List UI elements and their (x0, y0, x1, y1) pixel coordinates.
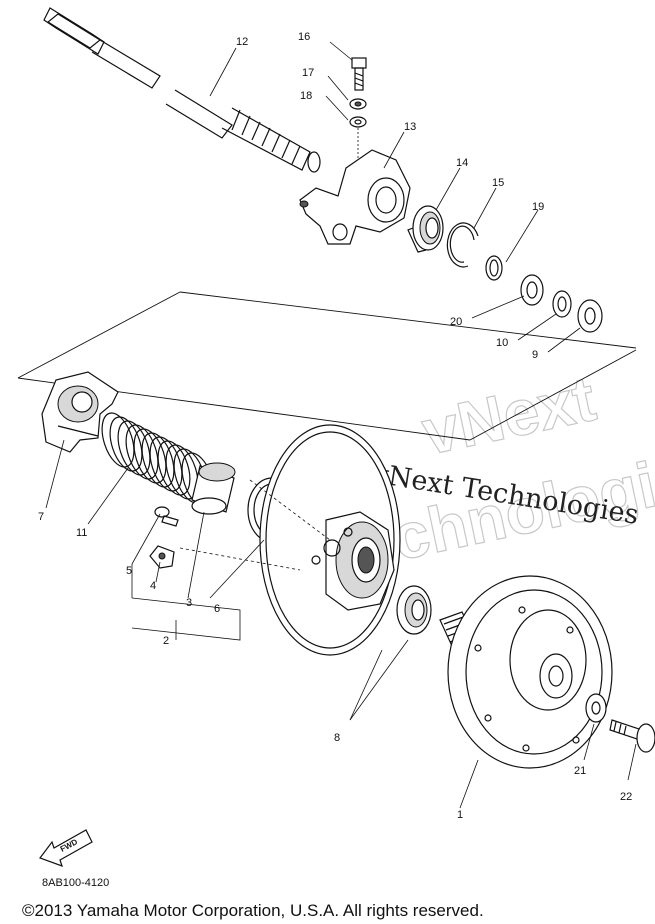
part-screw-5 (154, 506, 179, 527)
part-washer-20 (520, 274, 544, 306)
part-weight-4 (149, 545, 175, 569)
callout-1: 1 (457, 809, 463, 821)
part-bearing-holder (299, 149, 411, 245)
part-sliding-sheave (259, 424, 401, 656)
callout-5: 5 (126, 565, 132, 577)
callout-11: 11 (76, 527, 87, 539)
part-bolt-22 (609, 719, 655, 753)
callout-9: 9 (532, 349, 538, 361)
callout-20: 20 (450, 316, 462, 328)
callout-16: 16 (298, 31, 310, 43)
spring-coil (157, 440, 191, 496)
callout-13: 13 (404, 121, 416, 133)
part-spring (101, 412, 215, 508)
diagram-code: 8AB100-4120 (42, 877, 110, 889)
part-washer-18 (349, 116, 367, 128)
callout-14: 14 (456, 157, 468, 169)
spring-coil (149, 436, 183, 492)
spring-coil (133, 428, 167, 484)
part-circlip-15 (446, 222, 479, 268)
fwd-arrow-icon: FWD (39, 829, 93, 867)
callout-7: 7 (38, 511, 44, 523)
callout-21: 21 (574, 765, 586, 777)
part-fixed-sheave (439, 575, 613, 769)
callouts: 12 16 17 18 13 14 15 19 20 10 9 7 11 5 4… (38, 31, 632, 821)
part-washer-9 (577, 299, 603, 333)
callout-15: 15 (492, 177, 504, 189)
part-washer-10 (552, 290, 572, 318)
part-collar (191, 462, 236, 515)
callout-22: 22 (620, 791, 632, 803)
callout-18: 18 (300, 90, 312, 102)
part-spring-seat (41, 371, 119, 453)
copyright: ©2013 Yamaha Motor Corporation, U.S.A. A… (22, 901, 484, 920)
leader-lines (45, 41, 637, 809)
watermark-logo-line1: vNext (416, 362, 601, 469)
part-circlip-19 (485, 255, 503, 281)
callout-2: 2 (163, 635, 169, 647)
callout-17: 17 (302, 67, 314, 79)
callout-4: 4 (150, 580, 156, 592)
part-washer-21 (585, 693, 607, 723)
part-bushing (396, 585, 432, 635)
spring-coil (117, 420, 151, 476)
callout-10: 10 (496, 337, 508, 349)
part-shaft (43, 7, 321, 173)
callout-8: 8 (334, 732, 340, 744)
part-bolt-16 (351, 57, 367, 91)
callout-6: 6 (214, 603, 220, 615)
spring-coil (101, 412, 135, 468)
callout-3: 3 (186, 597, 192, 609)
callout-12: 12 (236, 36, 248, 48)
callout-19: 19 (532, 201, 544, 213)
part-bearing (407, 205, 444, 253)
part-lock-washer-17 (349, 98, 367, 110)
spring-coil (141, 432, 175, 488)
spring-coil (109, 416, 143, 472)
spring-coil (125, 424, 159, 480)
spring-coil (165, 444, 199, 500)
